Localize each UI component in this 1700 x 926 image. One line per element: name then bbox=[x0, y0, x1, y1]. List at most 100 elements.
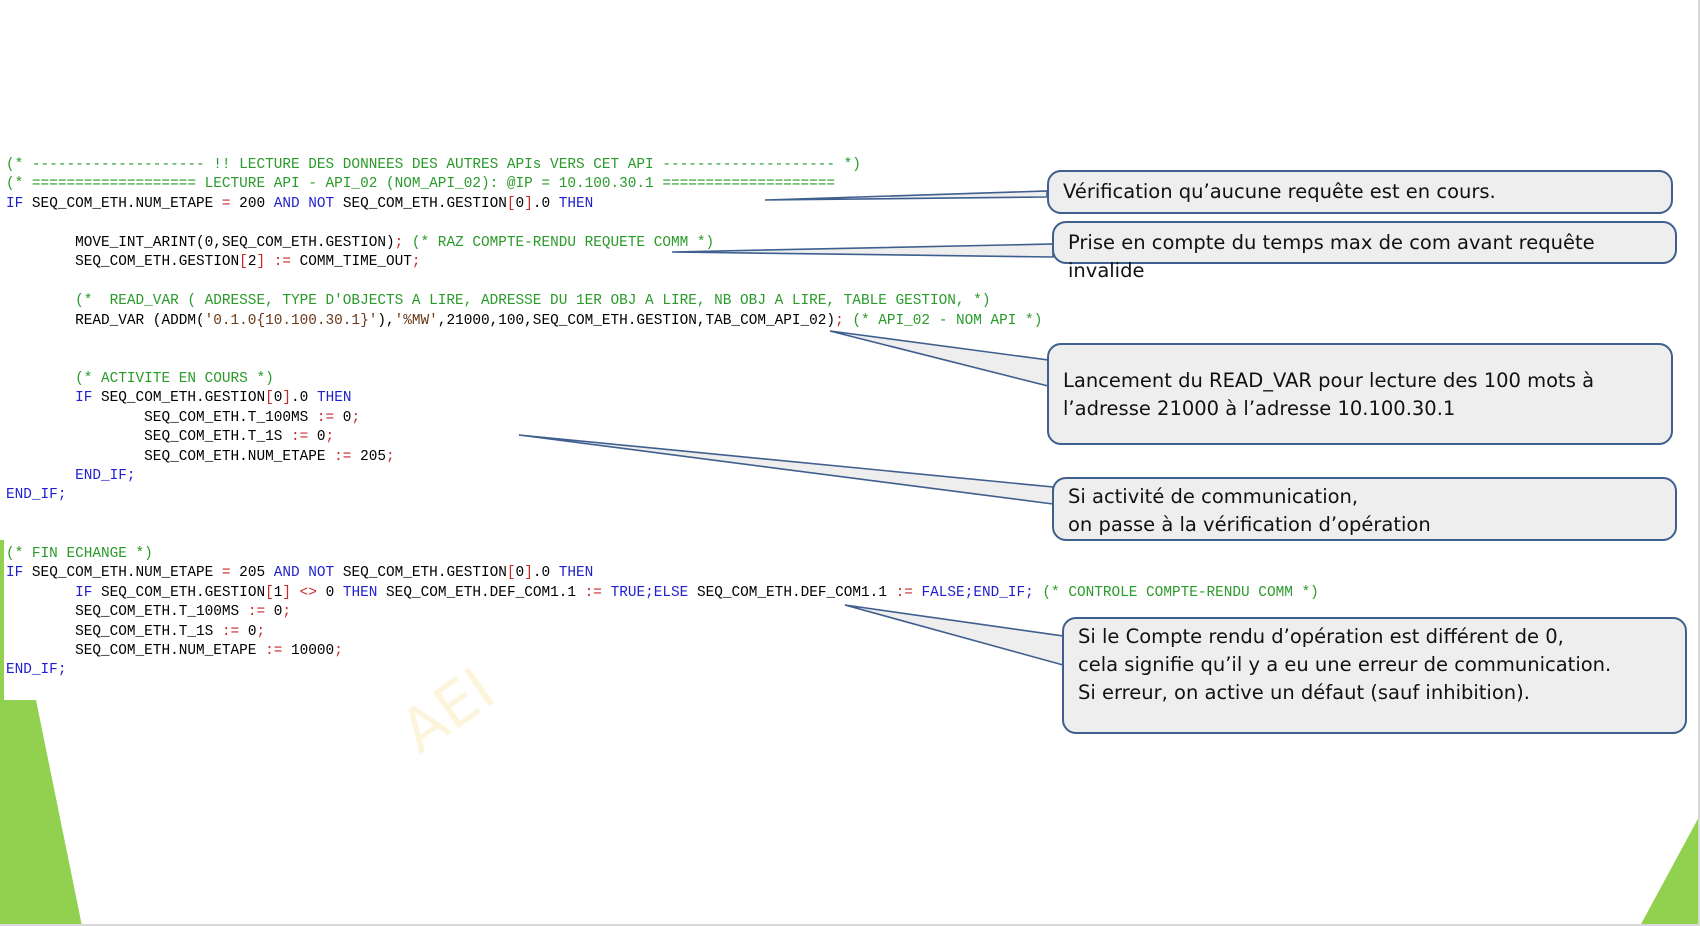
code-token: := bbox=[265, 642, 283, 659]
code-token: (* READ_VAR ( ADRESSE, TYPE D'OBJECTS A … bbox=[6, 293, 991, 310]
code-token bbox=[291, 585, 300, 601]
code-token: SEQ_COM_ETH.GESTION bbox=[6, 254, 240, 271]
callout-text: l’adresse 21000 à l’adresse 10.100.30.1 bbox=[1063, 397, 1456, 420]
code-line: IF SEQ_COM_ETH.NUM_ETAPE = 205 AND NOT S… bbox=[6, 564, 1319, 583]
code-token: ; bbox=[394, 234, 404, 251]
code-token: 10000 bbox=[282, 642, 335, 659]
code-line: IF SEQ_COM_ETH.NUM_ETAPE = 200 AND NOT S… bbox=[6, 195, 1319, 214]
code-token: READ_VAR (ADDM( bbox=[6, 312, 205, 329]
code-token: ), bbox=[377, 312, 395, 329]
code-line: SEQ_COM_ETH.T_100MS := 0; bbox=[6, 603, 1319, 622]
code-token: SEQ_COM_ETH.GESTION bbox=[92, 584, 266, 601]
code-token bbox=[6, 585, 75, 601]
code-line: SEQ_COM_ETH.NUM_ETAPE := 10000; bbox=[6, 642, 1319, 661]
code-token: THEN bbox=[558, 565, 594, 582]
callout-no-request-check: Vérification qu’aucune requête est en co… bbox=[1047, 170, 1673, 214]
code-line: SEQ_COM_ETH.GESTION[2] := COMM_TIME_OUT; bbox=[6, 253, 1319, 272]
code-line: SEQ_COM_ETH.NUM_ETAPE := 205; bbox=[6, 448, 1319, 467]
slide-border-right bbox=[1698, 0, 1700, 926]
code-token: TRUE;ELSE bbox=[610, 584, 689, 601]
code-token: 0 bbox=[334, 409, 352, 426]
code-token: = bbox=[221, 195, 231, 212]
code-line: IF SEQ_COM_ETH.GESTION[1] <> 0 THEN SEQ_… bbox=[6, 584, 1319, 603]
code-token: .0 bbox=[532, 195, 559, 212]
code-token: 0 bbox=[308, 429, 326, 446]
code-token: <> bbox=[299, 584, 317, 601]
callout-error-report: Si le Compte rendu d’opération est diffé… bbox=[1062, 617, 1687, 734]
code-token: [ bbox=[239, 254, 248, 271]
code-line: (* READ_VAR ( ADRESSE, TYPE D'OBJECTS A … bbox=[6, 292, 1319, 311]
code-token: := bbox=[334, 448, 352, 465]
code-token: ; bbox=[334, 642, 343, 659]
code-token: [ bbox=[506, 565, 516, 582]
code-token: ] bbox=[256, 254, 266, 271]
code-token: SEQ_COM_ETH.T_1S bbox=[6, 429, 291, 446]
code-token: (* =================== LECTURE API - API… bbox=[6, 176, 836, 193]
code-token: 205 bbox=[351, 448, 386, 465]
code-token: ,21000,100,SEQ_COM_ETH.GESTION,TAB_COM_A… bbox=[437, 312, 836, 329]
left-green-stripe bbox=[0, 540, 4, 700]
code-token: 2 bbox=[247, 254, 257, 271]
code-token: ] bbox=[282, 390, 292, 407]
code-token: IF bbox=[6, 195, 24, 212]
code-line: SEQ_COM_ETH.T_100MS := 0; bbox=[6, 409, 1319, 428]
code-token: 205 bbox=[230, 565, 274, 582]
callout-text: Prise en compte du temps max de com avan… bbox=[1068, 231, 1595, 282]
code-token: THEN bbox=[342, 584, 378, 601]
code-line: (* ACTIVITE EN COURS *) bbox=[6, 370, 1319, 389]
code-token: IF bbox=[6, 565, 24, 582]
code-token: (* API_02 - NOM API *) bbox=[843, 312, 1043, 329]
code-token: SEQ_COM_ETH.NUM_ETAPE bbox=[23, 565, 222, 582]
code-line: SEQ_COM_ETH.T_1S := 0; bbox=[6, 623, 1319, 642]
code-token: 0 bbox=[273, 390, 283, 407]
code-line: END_IF; bbox=[6, 467, 1319, 486]
code-token: END_IF; bbox=[75, 468, 136, 484]
slide-border-bottom bbox=[0, 924, 1700, 926]
code-line: IF SEQ_COM_ETH.GESTION[0].0 THEN bbox=[6, 389, 1319, 408]
code-token: SEQ_COM_ETH.GESTION bbox=[334, 565, 507, 582]
code-token: SEQ_COM_ETH.GESTION bbox=[334, 195, 507, 212]
callout-timeout: Prise en compte du temps max de com avan… bbox=[1052, 221, 1677, 282]
code-token: 0 bbox=[515, 195, 525, 212]
code-token: '%MW' bbox=[394, 312, 438, 329]
code-token: SEQ_COM_ETH.T_100MS bbox=[6, 409, 317, 426]
callout-text: Lancement du READ_VAR pour lecture des 1… bbox=[1063, 369, 1595, 392]
code-token: := bbox=[247, 604, 266, 621]
code-token: (* ACTIVITE EN COURS *) bbox=[6, 370, 274, 387]
code-token: SEQ_COM_ETH.NUM_ETAPE bbox=[23, 195, 222, 212]
code-token: := bbox=[316, 409, 335, 426]
code-token: SEQ_COM_ETH.DEF_COM1.1 bbox=[377, 584, 585, 601]
code-token: (* RAZ COMPTE-RENDU REQUETE COMM *) bbox=[403, 234, 715, 251]
code-token: 0 bbox=[515, 565, 525, 582]
code-token: := bbox=[273, 254, 292, 271]
code-token: AND NOT bbox=[273, 565, 335, 582]
code-token: COMM_TIME_OUT bbox=[291, 254, 412, 271]
code-token: ; bbox=[351, 409, 361, 426]
code-token: MOVE_INT_ARINT(0,SEQ_COM_ETH.GESTION) bbox=[6, 234, 395, 251]
code-token: FALSE;END_IF; bbox=[921, 584, 1034, 601]
code-token: END_IF; bbox=[6, 662, 67, 679]
code-line: READ_VAR (ADDM('0.1.0{10.100.30.1}'),'%M… bbox=[6, 312, 1319, 331]
code-token: IF bbox=[75, 584, 93, 601]
code-token: 0 bbox=[239, 623, 257, 640]
code-token: ; bbox=[256, 623, 266, 640]
code-token: ; bbox=[411, 254, 421, 271]
code-token: END_IF; bbox=[6, 487, 67, 504]
code-token: SEQ_COM_ETH.T_1S bbox=[6, 623, 222, 640]
code-token: := bbox=[221, 623, 240, 640]
code-token: IF bbox=[75, 390, 93, 407]
code-token: = bbox=[221, 565, 231, 582]
code-token: := bbox=[584, 584, 602, 601]
code-token bbox=[6, 468, 75, 484]
code-token: THEN bbox=[316, 390, 352, 407]
code-token: .0 bbox=[532, 565, 559, 582]
code-line: (* FIN ECHANGE *) bbox=[6, 545, 1319, 564]
right-green-shape bbox=[1640, 815, 1700, 926]
code-line: END_IF; bbox=[6, 486, 1319, 505]
code-token: := bbox=[895, 584, 913, 601]
code-token bbox=[913, 585, 922, 601]
code-token: THEN bbox=[558, 195, 594, 212]
code-token: SEQ_COM_ETH.NUM_ETAPE bbox=[6, 448, 335, 465]
